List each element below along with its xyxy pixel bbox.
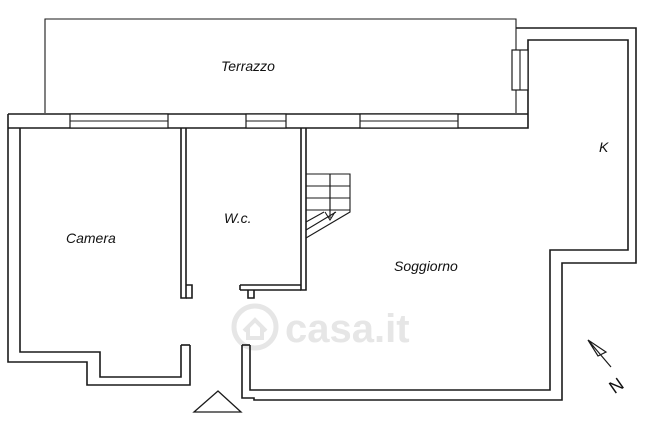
room-label-soggiorno: Soggiorno: [394, 258, 458, 274]
staircase: [305, 173, 351, 239]
room-label-kitchen: K: [599, 139, 609, 155]
stair-treads: [305, 174, 350, 231]
exterior-wall-inner: [19, 39, 629, 391]
house-logo-roof: [242, 317, 268, 340]
stair-outline: [305, 173, 351, 239]
room-label-terrazzo: Terrazzo: [221, 58, 275, 74]
north-label: N: [605, 374, 627, 398]
wc-bottom-wall: [239, 284, 301, 299]
watermark: casa.it: [231, 303, 410, 351]
entrance-marker-icon: [192, 390, 243, 413]
partition-camera-wc-stub: [186, 284, 193, 299]
compass: N: [587, 339, 627, 398]
interior-walls: [180, 128, 307, 299]
partition-camera-wc: [180, 128, 187, 299]
stair-arrow-icon: [324, 174, 336, 222]
exterior-wall-outer: [7, 27, 637, 401]
terrazzo-outline: [44, 18, 517, 113]
watermark-brand: casa.it: [285, 307, 410, 351]
north-arrow-icon: [587, 339, 612, 368]
room-label-camera: Camera: [66, 230, 116, 246]
windows: [69, 49, 529, 129]
room-label-wc: W.c.: [224, 210, 251, 226]
house-logo-icon: [231, 303, 279, 351]
partition-wc-soggiorno: [300, 128, 307, 291]
